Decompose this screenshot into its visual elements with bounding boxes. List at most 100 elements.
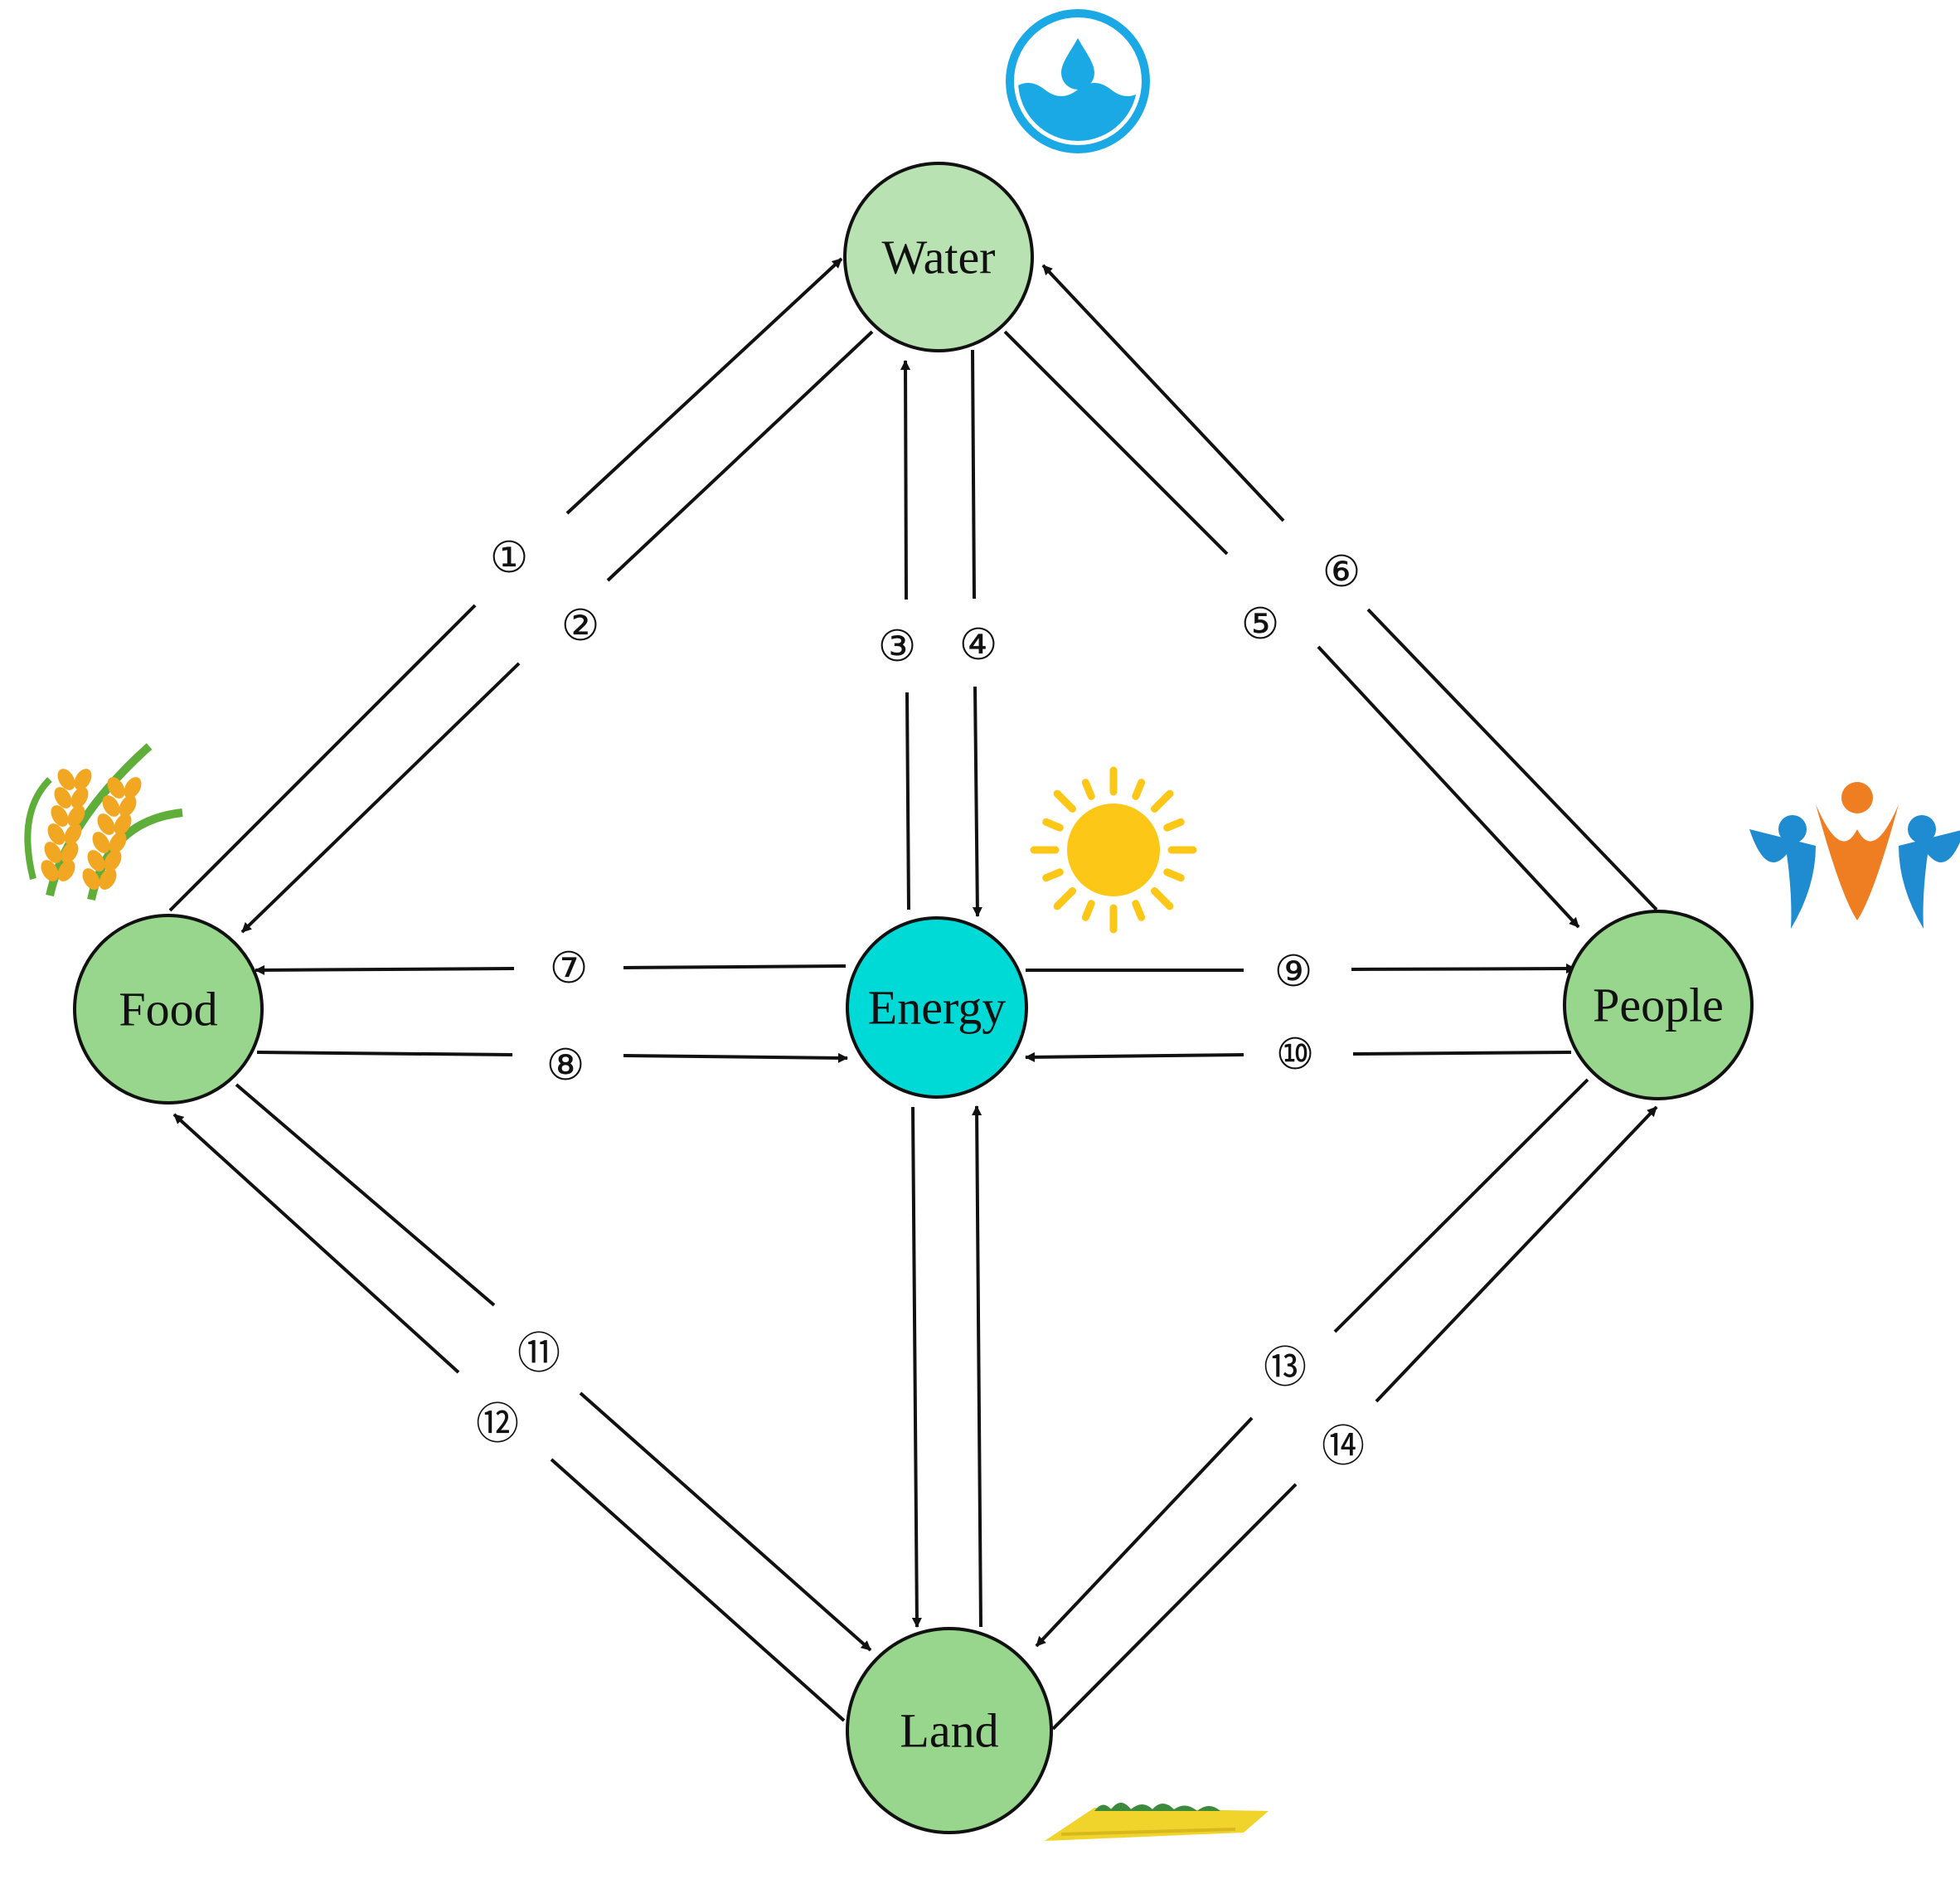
water-drop-icon	[1006, 9, 1150, 153]
sun-ray	[1053, 886, 1077, 910]
node-food-circle	[73, 914, 264, 1105]
wheat-grain	[124, 777, 142, 799]
edge-label-9: ⑨	[1274, 947, 1313, 997]
sun-ray	[1081, 900, 1095, 921]
wheat-grain	[107, 777, 125, 799]
wheat-grain	[119, 795, 137, 817]
edge-label-7: ⑦	[550, 944, 589, 993]
sun-ray	[1042, 868, 1064, 882]
edge-6-arrow	[1041, 264, 1285, 522]
wheat-grain	[54, 787, 72, 808]
wheat-grain	[57, 769, 75, 790]
wheat-grain	[114, 813, 132, 835]
edge-label-4: ④	[959, 620, 998, 670]
node-land-circle	[846, 1627, 1053, 1834]
node-food-label: Food	[119, 983, 217, 1037]
wheat-grain	[92, 832, 110, 853]
edge-4	[971, 349, 976, 600]
wheat-grain	[109, 832, 127, 853]
edge-label-5: ⑤	[1241, 600, 1280, 649]
wheat-grain	[64, 823, 82, 845]
wheat-grain	[102, 795, 120, 817]
edge-10-arrow	[1025, 1051, 1244, 1062]
sun-ray	[1163, 868, 1185, 882]
sun-ray	[1042, 818, 1064, 832]
edges	[168, 257, 1658, 1731]
sun-ray	[1150, 789, 1174, 813]
edge-2	[606, 330, 874, 582]
edge-energy-land	[911, 1106, 922, 1628]
node-water-circle	[843, 162, 1034, 352]
edge-10	[1352, 1051, 1572, 1056]
wheat-grain	[47, 823, 65, 845]
wheat-grain	[57, 860, 75, 881]
edge-14-arrow	[1375, 1105, 1658, 1403]
edge-1	[168, 604, 477, 912]
wheat-grain	[44, 842, 62, 863]
edge-6	[1366, 608, 1658, 911]
edge-label-10: ⑩	[1276, 1030, 1315, 1080]
node-water: Water	[843, 162, 1034, 352]
edge-label-14: ⑭	[1322, 1422, 1365, 1472]
wheat-grain	[41, 860, 59, 881]
sun-ray	[1053, 789, 1077, 813]
people-icon	[1749, 782, 1960, 929]
node-people: People	[1563, 910, 1754, 1100]
wheat-grain	[97, 813, 115, 835]
edge-1-arrow	[565, 257, 843, 515]
edge-label-3: ③	[878, 622, 917, 672]
edge-11	[235, 1083, 496, 1307]
edge-8	[256, 1051, 513, 1056]
edge-3	[905, 692, 910, 910]
edge-12	[550, 1458, 846, 1722]
edge-label-1: ①	[490, 533, 529, 583]
sun-ray	[1132, 779, 1146, 800]
edge-14	[1051, 1483, 1298, 1731]
wheat-grain	[70, 787, 89, 808]
sun-ray	[1081, 779, 1095, 800]
node-land-label: Land	[900, 1704, 998, 1758]
edge-7	[623, 964, 847, 969]
edge-13-arrow	[1035, 1416, 1254, 1648]
edge-5-arrow	[1317, 645, 1580, 929]
sun-ray	[1132, 900, 1146, 921]
edge-label-2: ②	[561, 601, 600, 651]
edge-11-arrow	[579, 1391, 872, 1652]
edge-3-arrow	[900, 360, 911, 600]
node-energy-circle	[846, 916, 1028, 1099]
edge-13	[1333, 1078, 1589, 1333]
wheat-grain	[87, 850, 105, 872]
edge-8-arrow	[623, 1052, 848, 1063]
wheat-grain	[82, 868, 100, 890]
wheat-grain	[99, 868, 117, 890]
wheat-grain	[104, 850, 122, 872]
node-land: Land	[846, 1627, 1053, 1834]
wheat-grain	[51, 805, 69, 827]
edge-label-11: ⑪	[517, 1329, 560, 1379]
edge-5	[1003, 330, 1229, 556]
sun-ray	[1150, 886, 1174, 910]
wheat-grain	[61, 842, 79, 863]
edge-7-arrow	[255, 964, 515, 975]
edge-4-arrow	[972, 686, 982, 917]
edge-2-arrow	[240, 662, 521, 934]
wheat-grain	[67, 805, 85, 827]
edge-label-13: ⑬	[1264, 1343, 1307, 1393]
edge-label-6: ⑥	[1322, 547, 1361, 597]
node-energy-label: Energy	[868, 981, 1006, 1035]
edge-land-energy	[972, 1105, 982, 1628]
node-food: Food	[73, 914, 264, 1105]
sun-ray	[1163, 818, 1185, 832]
node-people-label: People	[1593, 978, 1724, 1032]
wheat-icon	[24, 743, 183, 901]
edge-12-arrow	[172, 1113, 460, 1374]
wheat-grain	[74, 769, 92, 790]
node-energy: Energy	[846, 916, 1028, 1099]
sun-icon	[1030, 766, 1197, 934]
field-icon	[1045, 1803, 1269, 1841]
node-water-label: Water	[881, 231, 995, 284]
edge-label-12: ⑫	[476, 1400, 519, 1449]
node-people-circle	[1563, 910, 1754, 1100]
edge-label-8: ⑧	[546, 1041, 585, 1090]
